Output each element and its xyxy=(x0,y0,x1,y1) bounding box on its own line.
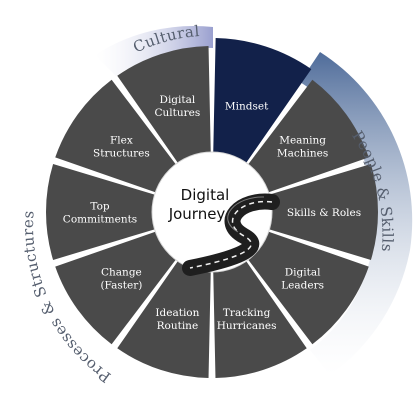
wheel-segment-label-line: Flex xyxy=(110,135,133,147)
cultural-ring-arc xyxy=(95,25,213,76)
wheel-segment-label-line: Commitments xyxy=(63,214,137,226)
wheel-segment xyxy=(45,164,155,260)
wheel-segment-label-line: Digital xyxy=(160,94,196,106)
wheel-segment-label-line: Skills & Roles xyxy=(287,207,361,219)
winding-road-icon xyxy=(182,193,280,276)
center-title-line1: Digital xyxy=(181,186,230,204)
wheel-segment-label-line: Leaders xyxy=(281,279,324,291)
outer-ring xyxy=(95,25,413,375)
wheel-segment xyxy=(248,79,369,193)
wheel-segment-label-line: Tracking xyxy=(223,307,271,319)
wheel-segment xyxy=(117,46,211,163)
wheel-segment xyxy=(55,231,176,345)
wheel-segment-label-line: Machines xyxy=(277,148,328,160)
wheel-segment-label: Change(Faster) xyxy=(100,266,142,291)
wheel-segment-label-line: Change xyxy=(101,266,142,278)
wheel-segment-label-line: Structures xyxy=(93,148,150,160)
wheel-segment xyxy=(117,261,211,378)
wheel-segment-label-line: Cultures xyxy=(155,107,201,119)
center-title-line2: Journey xyxy=(168,205,226,223)
wheel-segment-label-line: (Faster) xyxy=(100,279,142,291)
wheel-segment-label-line: Top xyxy=(90,201,110,213)
wheel-segment-label-line: Routine xyxy=(157,320,199,332)
wheel-segment-label-line: Hurricanes xyxy=(217,320,277,332)
wheel-segment-label: Skills & Roles xyxy=(287,207,361,219)
wheel-segment xyxy=(248,231,369,345)
wheel-segment-label-line: Mindset xyxy=(225,100,269,112)
wheel-segment xyxy=(269,164,378,260)
wheel-segment xyxy=(213,261,307,378)
wheel-segment-label-line: Meaning xyxy=(279,135,326,147)
wheel-segment-label-line: Ideation xyxy=(155,307,199,319)
wheel-segment xyxy=(213,38,312,163)
wheel-segment-label-line: Digital xyxy=(285,266,321,278)
wheel-segment-label: Mindset xyxy=(225,100,269,112)
people-skills-ring-arc xyxy=(300,52,413,375)
wheel-segment xyxy=(55,79,176,193)
